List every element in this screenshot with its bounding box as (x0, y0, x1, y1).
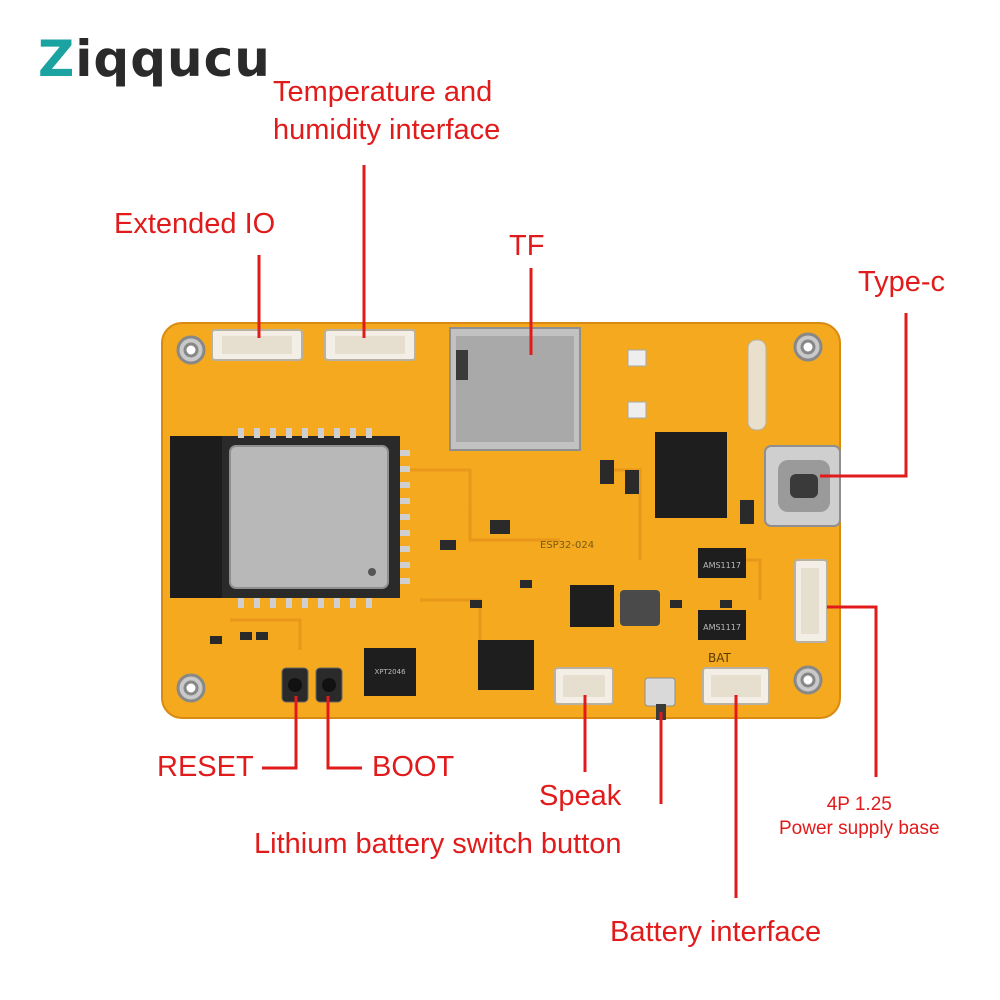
label-battery-switch: Lithium battery switch button (254, 828, 622, 860)
mounting-holes (176, 332, 823, 703)
label-temp-humidity: Temperature and humidity interface (273, 74, 500, 149)
esp32-shield (229, 445, 389, 589)
chip-ams1117-2 (698, 610, 746, 640)
label-power-base: 4P 1.25 Power supply base (779, 793, 940, 841)
label-power-base-line1: 4P 1.25 (826, 794, 892, 815)
temp-humidity-connector (324, 329, 416, 361)
tf-card-slot (449, 327, 581, 451)
test-pads (627, 349, 647, 419)
type-c-port (764, 445, 841, 527)
silk-bat: BAT (708, 651, 732, 665)
leader-lines (257, 165, 908, 898)
crystal-component (747, 339, 767, 431)
battery-connector (702, 667, 770, 705)
chip-ams1117-1 (698, 548, 746, 578)
reset-button-part (281, 667, 309, 703)
label-boot: BOOT (372, 751, 455, 783)
silk-ams1: AMS1117 (703, 561, 741, 570)
label-extended-io: Extended IO (114, 208, 276, 240)
silk-xpt: XPT2046 (374, 668, 406, 676)
brand-logo: Ziqqucu (38, 30, 271, 88)
antenna-area (170, 436, 228, 598)
silk-ams2: AMS1117 (703, 623, 741, 632)
logo-letter-z: Z (38, 30, 76, 88)
module-pins-top (238, 428, 372, 438)
label-temp-humidity-line2: humidity interface (273, 113, 501, 146)
label-battery-interface: Battery interface (610, 916, 822, 948)
label-reset: RESET (157, 751, 254, 783)
extended-io-connector (211, 329, 303, 361)
label-tf: TF (509, 230, 545, 262)
module-pins-right (400, 450, 410, 584)
label-temp-humidity-line1: Temperature and (273, 76, 493, 108)
chip-amp (478, 640, 534, 690)
label-speak: Speak (539, 780, 622, 812)
chip-power-ic (655, 432, 727, 518)
speaker-connector (554, 667, 614, 705)
logo-rest: iqqucu (75, 30, 271, 88)
label-type-c: Type-c (858, 266, 946, 298)
boot-button-part (315, 667, 343, 703)
small-components (210, 460, 754, 644)
label-power-base-line2: Power supply base (779, 817, 940, 839)
inductor (620, 590, 660, 626)
power-4p-connector (794, 559, 828, 643)
module-pins-bottom (238, 598, 372, 608)
chip-xpt2046 (364, 648, 416, 696)
silk-module: ESP32-024 (540, 540, 594, 551)
chip-regulator (570, 585, 614, 627)
